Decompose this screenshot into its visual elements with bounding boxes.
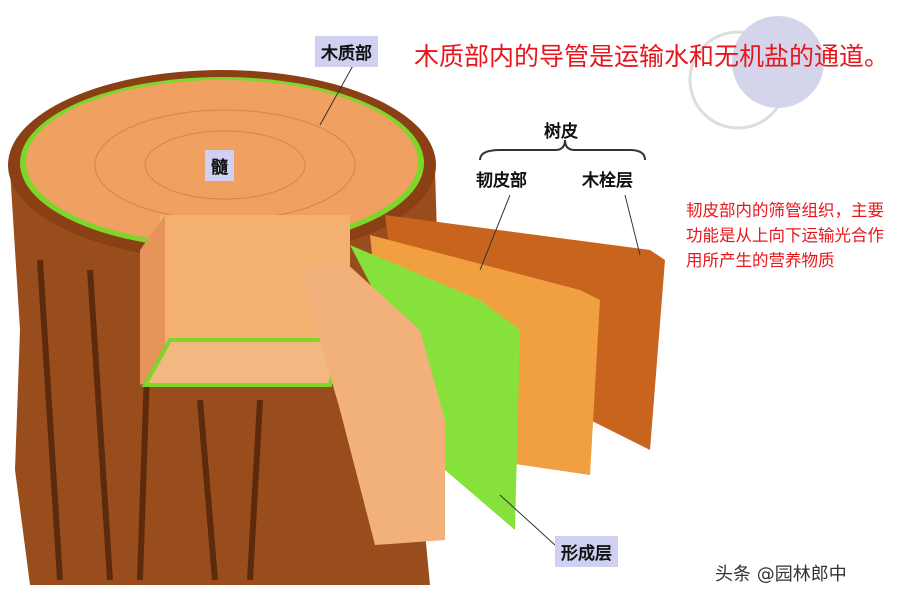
bark-label: 树皮 [544,122,578,142]
bark-texture [37,259,403,581]
cambium-label: 形成层 [555,536,618,567]
bark-brace [479,139,646,161]
phloem-description: 韧皮部内的筛管组织，主要功能是从上向下运输光合作用所产生的营养物质 [686,201,884,270]
pith-label: 髓 [205,150,234,181]
growth-ring [144,130,306,200]
xylem-description: 木质部内的导管是运输水和无机盐的通道。 [414,42,890,71]
xylem-slab [300,262,445,545]
pointer-line [624,194,641,256]
xylem-label: 木质部 [315,36,378,67]
cutaway-face [140,215,165,385]
cutaway-floor [141,338,343,387]
cutaway-wall [160,215,350,372]
phloem-label: 韧皮部 [476,171,527,191]
watermark: 头条 @园林郎中 [715,564,847,585]
pointer-line [319,61,356,126]
decorative-circle [732,16,824,108]
pointer-line [479,194,511,271]
cork-label: 木栓层 [582,171,633,191]
pointer-line [499,494,556,546]
